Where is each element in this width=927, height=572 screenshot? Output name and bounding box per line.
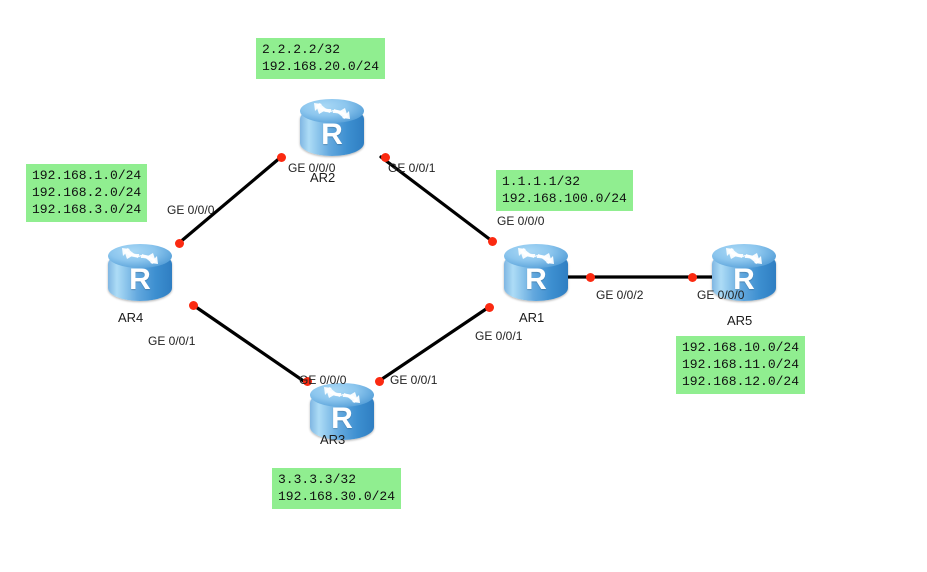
router-glyph: R	[331, 402, 353, 435]
subnet-line: 192.168.30.0/24	[278, 489, 396, 504]
note-ar1: 1.1.1.1/32 192.168.100.0/24	[496, 170, 633, 211]
interface-label-ar1-ge001: GE 0/0/1	[475, 329, 523, 343]
router-ar5[interactable]: R	[708, 243, 780, 305]
interface-label-ar4-ge000: GE 0/0/0	[167, 203, 215, 217]
subnet-line: 192.168.100.0/24	[502, 191, 627, 206]
router-ar2[interactable]: R	[296, 98, 368, 160]
link-endpoint-dot[interactable]	[276, 152, 286, 162]
router-ar3[interactable]: R	[306, 382, 378, 444]
link-endpoint-dot[interactable]	[487, 236, 497, 246]
subnet-line: 192.168.10.0/24	[682, 340, 800, 355]
router-top	[504, 244, 568, 268]
note-ar2: 2.2.2.2/32 192.168.20.0/24	[256, 38, 386, 79]
link-ar3-ar1[interactable]	[377, 305, 491, 383]
subnet-line: 2.2.2.2/32	[262, 42, 341, 57]
node-name-ar4: AR4	[118, 310, 144, 325]
link-lines	[177, 155, 718, 384]
link-endpoint-dot[interactable]	[188, 300, 198, 310]
link-endpoint-dot[interactable]	[302, 376, 312, 386]
node-name-ar3: AR3	[320, 432, 346, 447]
router-top	[108, 244, 172, 268]
interface-label-ar4-ge001: GE 0/0/1	[148, 334, 196, 348]
router-top	[310, 383, 374, 407]
subnet-line: 192.168.3.0/24	[32, 202, 142, 217]
router-ar1[interactable]: R	[500, 243, 572, 305]
interface-label-ar5-ge000: GE 0/0/0	[697, 288, 745, 302]
link-endpoint-dot[interactable]	[380, 152, 390, 162]
link-ar4-ar2[interactable]	[177, 155, 283, 245]
router-glyph: R	[321, 118, 343, 151]
subnet-line: 192.168.1.0/24	[32, 168, 142, 183]
interface-label-ar2-ge001: GE 0/0/1	[388, 161, 436, 175]
note-ar5: 192.168.10.0/24 192.168.11.0/24 192.168.12…	[676, 336, 806, 394]
interface-label-ar3-ge000: GE 0/0/0	[299, 373, 347, 387]
link-endpoint-dot[interactable]	[374, 376, 384, 386]
interface-label-ar3-ge001: GE 0/0/1	[390, 373, 438, 387]
node-name-ar1: AR1	[519, 310, 545, 325]
link-endpoint-dot[interactable]	[484, 302, 494, 312]
subnet-line: 1.1.1.1/32	[502, 174, 581, 189]
node-name-ar2: AR2	[310, 170, 336, 185]
router-arrows-icon	[518, 248, 554, 264]
router-glyph: R	[129, 263, 151, 296]
subnet-line: 192.168.20.0/24	[262, 59, 380, 74]
subnet-line: 3.3.3.3/32	[278, 472, 357, 487]
note-ar3: 3.3.3.3/32 192.168.30.0/24	[272, 468, 402, 509]
link-ar4-ar3[interactable]	[191, 303, 307, 384]
interface-label-ar1-ge002: GE 0/0/2	[596, 288, 644, 302]
note-ar4: 192.168.1.0/24 192.168.2.0/24 192.168.3.0/…	[26, 164, 148, 222]
link-endpoint-dot[interactable]	[585, 272, 595, 282]
node-name-ar5: AR5	[727, 313, 753, 328]
interface-label-ar2-ge000: GE 0/0/0	[288, 161, 336, 175]
router-arrows-icon	[122, 248, 158, 264]
router-arrows-icon	[726, 248, 762, 264]
router-arrows-icon	[324, 387, 360, 403]
subnet-line: 192.168.12.0/24	[682, 374, 800, 389]
link-endpoint-dot[interactable]	[174, 238, 184, 248]
router-glyph: R	[733, 263, 755, 296]
subnet-line: 192.168.2.0/24	[32, 185, 142, 200]
link-endpoint-dot[interactable]	[687, 272, 697, 282]
router-top	[300, 99, 364, 123]
subnet-line: 192.168.11.0/24	[682, 357, 800, 372]
router-ar4[interactable]: R	[104, 243, 176, 305]
link-ar2-ar1[interactable]	[379, 155, 494, 243]
router-arrows-icon	[314, 103, 350, 119]
router-glyph: R	[525, 263, 547, 296]
interface-label-ar1-ge000: GE 0/0/0	[497, 214, 545, 228]
router-top	[712, 244, 776, 268]
